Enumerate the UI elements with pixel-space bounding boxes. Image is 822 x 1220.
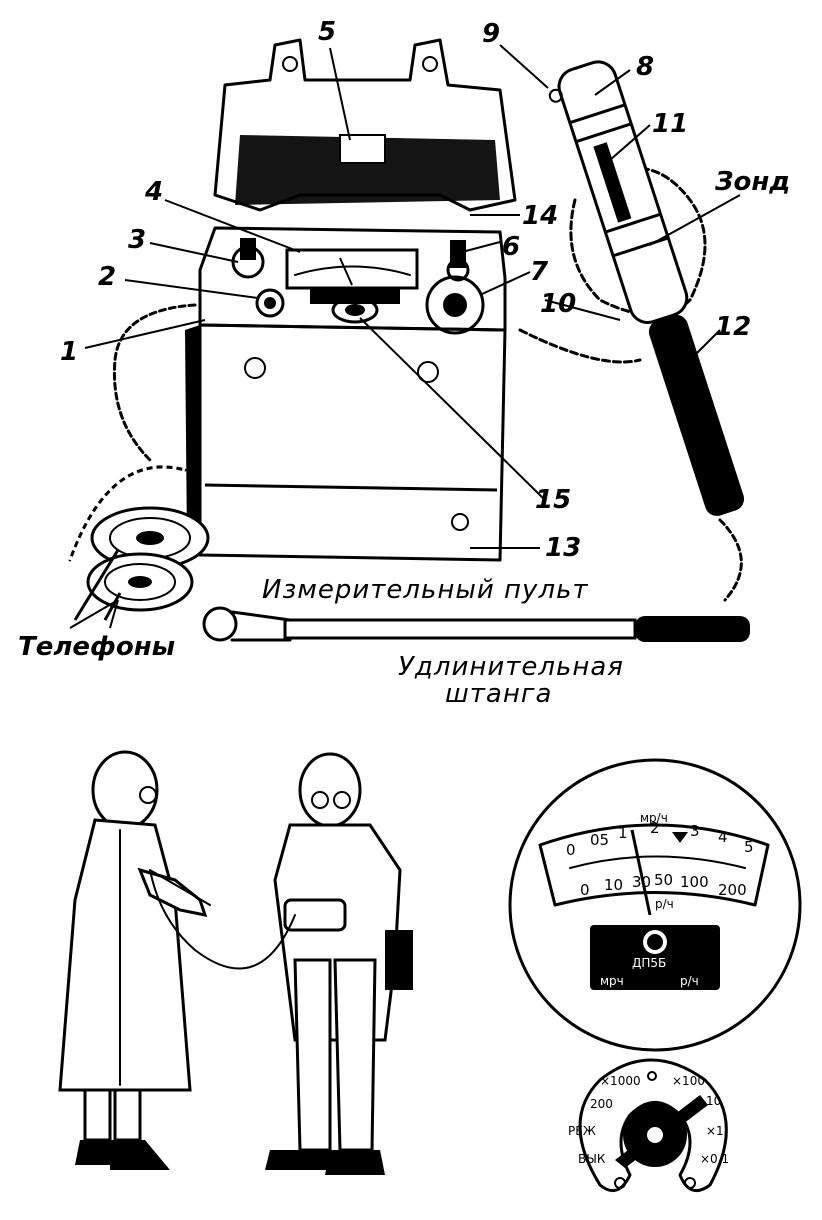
operators-scene — [58, 750, 413, 1175]
upper-tick-2: 2 — [650, 819, 660, 837]
plate-model: ДП5Б — [632, 956, 666, 970]
plate-unit-left: мрч — [600, 974, 624, 988]
label-rod-line1: Удлинительная — [398, 652, 624, 682]
plate-unit-right: р/ч — [680, 974, 699, 988]
switch-x01: ×0.1 — [700, 1152, 729, 1166]
switch-off: ВЫК — [578, 1152, 606, 1166]
upper-tick-1: 1 — [618, 824, 628, 842]
meter-needle — [630, 829, 652, 916]
meter-nameplate — [590, 925, 720, 990]
callout-2: 2 — [98, 262, 116, 292]
upper-tick-5: 5 — [744, 838, 754, 856]
label-probe: Зонд — [714, 167, 790, 197]
callout-3: 3 — [128, 225, 146, 255]
leader-lines — [84, 44, 741, 549]
meter-unit-top: мр/ч — [640, 811, 668, 825]
callout-7: 7 — [530, 257, 549, 287]
upper-tick-4: 4 — [718, 828, 728, 846]
meter-lower-scale: 0 10 30 50 100 200 — [580, 871, 747, 899]
switch-x100: ×100 — [672, 1074, 705, 1088]
probe — [518, 60, 745, 602]
label-phones: Телефоны — [18, 632, 175, 662]
callout-11: 11 — [652, 109, 688, 139]
label-console: Измерительный пульт — [262, 575, 589, 605]
lower-tick-0: 0 — [580, 881, 590, 899]
switch-rezh: РЕЖ — [568, 1124, 596, 1138]
switch-x1: ×1 — [706, 1124, 724, 1138]
upper-tick-3: 3 — [690, 822, 700, 840]
switch-200: 200 — [590, 1097, 613, 1111]
label-rod-line2: штанга — [445, 679, 552, 709]
callout-13: 13 — [545, 533, 581, 563]
upper-tick-0: 0 — [566, 841, 576, 859]
callout-5: 5 — [318, 17, 336, 47]
headphones — [67, 463, 210, 621]
measuring-console — [112, 38, 517, 562]
lower-tick-50: 50 — [654, 871, 673, 889]
callout-8: 8 — [636, 52, 654, 82]
switch-10: 10 — [706, 1094, 721, 1108]
callout-1: 1 — [60, 337, 78, 367]
lower-tick-200: 200 — [718, 881, 747, 899]
meter-upper-scale: 0 05 1 2 3 4 5 — [566, 819, 754, 859]
switch-x1000: ×1000 — [600, 1074, 641, 1088]
meter-dial: мр/ч 0 05 1 2 3 4 5 0 10 30 50 100 200 р… — [508, 758, 802, 1052]
callout-4: 4 — [144, 177, 163, 207]
range-switch: ×1000 ×100 200 10 РЕЖ ×1 ВЫК ×0.1 — [568, 1058, 729, 1193]
callout-14: 14 — [522, 201, 558, 231]
lower-tick-10: 10 — [604, 876, 623, 894]
callout-12: 12 — [715, 312, 751, 342]
upper-tick-05: 05 — [590, 831, 609, 849]
callout-9: 9 — [482, 19, 500, 49]
callout-6: 6 — [502, 232, 520, 262]
extension-rod — [202, 606, 750, 642]
lower-tick-100: 100 — [680, 873, 709, 891]
meter-unit-bottom: р/ч — [655, 897, 674, 911]
callout-15: 15 — [535, 485, 571, 515]
callout-numbers: 1 2 3 4 5 6 7 8 9 10 11 12 13 14 15 — [60, 17, 751, 563]
callout-10: 10 — [540, 289, 576, 319]
